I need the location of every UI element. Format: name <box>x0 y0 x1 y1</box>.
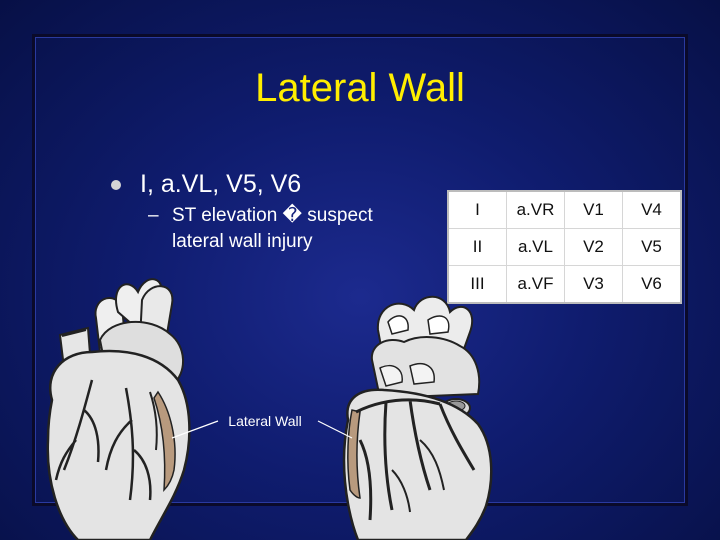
sub-bullet-text: ST elevation � suspect lateral wall inju… <box>172 205 373 252</box>
table-row: I a.VR V1 V4 <box>447 190 682 229</box>
table-cell: V2 <box>564 228 623 266</box>
table-cell: a.VF <box>506 265 565 304</box>
table-row: III a.VF V3 V6 <box>447 265 682 304</box>
bullet-dot-icon <box>111 180 121 190</box>
callout-line-right <box>317 420 353 439</box>
table-row: II a.VL V2 V5 <box>447 228 682 266</box>
table-cell: III <box>447 265 507 304</box>
table-cell: V6 <box>622 265 682 304</box>
ecg-lead-table: I a.VR V1 V4 II a.VL V2 V5 III a.VF V3 V… <box>447 190 682 304</box>
heart-left-illustration <box>46 278 191 540</box>
table-cell: V4 <box>622 190 682 229</box>
table-cell: a.VR <box>506 190 565 229</box>
heart-right-illustration <box>342 295 493 540</box>
lateral-wall-callout: Lateral Wall <box>228 413 302 429</box>
table-cell: V5 <box>622 228 682 266</box>
slide-title: Lateral Wall <box>255 66 465 110</box>
bullet-leads: I, a.VL, V5, V6 <box>140 170 302 198</box>
table-cell: V1 <box>564 190 623 229</box>
sub-bullet-dash: – <box>148 205 159 226</box>
table-cell: V3 <box>564 265 623 304</box>
table-cell: a.VL <box>506 228 565 266</box>
callout-line-left <box>171 420 219 439</box>
